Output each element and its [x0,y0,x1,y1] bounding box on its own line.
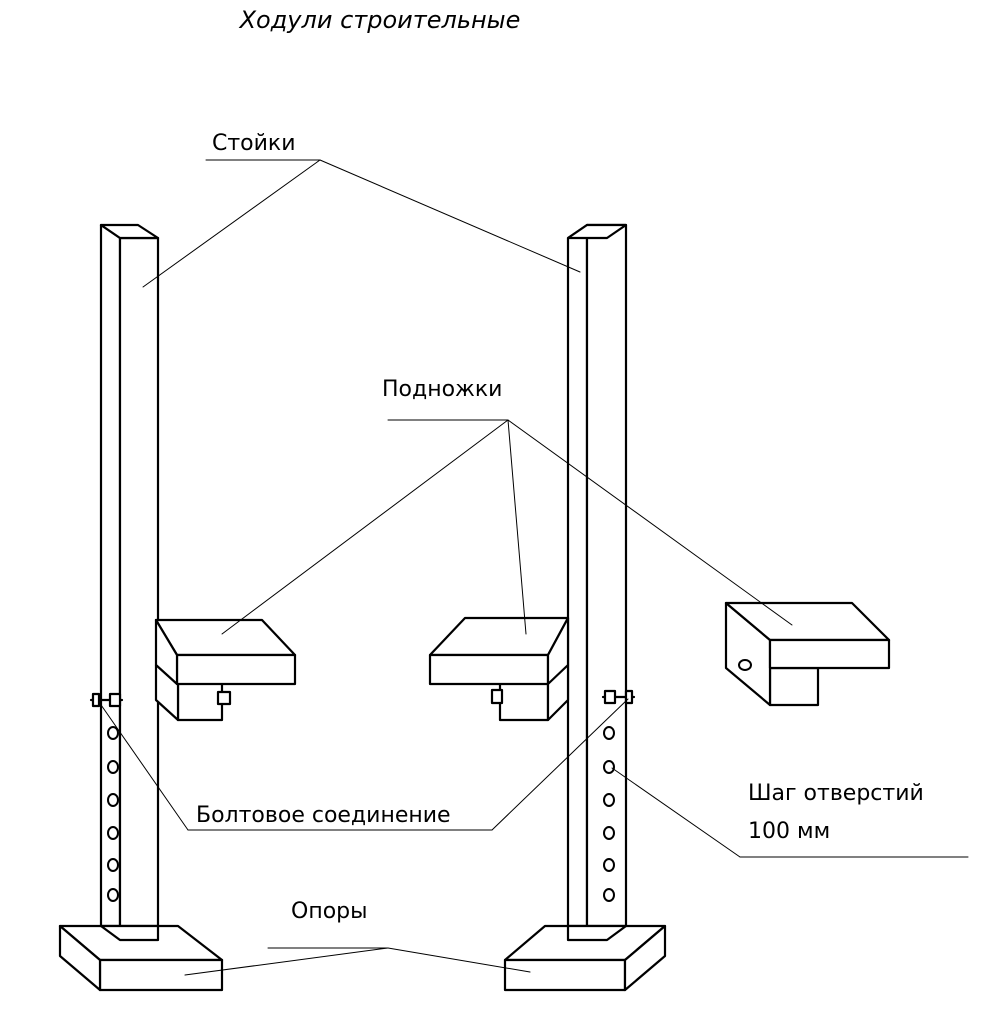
left-stilt [58,223,297,992]
label-hole-pitch-line2: 100 мм [748,819,830,844]
footrest-detail [724,601,891,707]
label-bolt-connection: Болтовое соединение [196,803,451,828]
right-stilt [428,223,667,992]
leader-lines [98,159,969,976]
right-support [503,924,667,992]
right-footrest [428,616,570,722]
left-bolt [89,692,124,708]
left-support [58,924,224,992]
right-post [566,223,628,932]
left-holes [107,726,119,902]
label-hole-pitch-line1: Шаг отверстий [748,781,924,806]
footrest-detail-hole [738,659,752,671]
left-footrest [154,618,297,722]
left-post [99,223,160,932]
label-posts: Стойки [212,131,296,156]
label-footrests: Подножки [382,377,502,402]
diagram-title: Ходули строительные [238,6,521,34]
right-bolt [601,689,636,705]
right-holes [603,726,615,902]
label-supports: Опоры [291,899,368,924]
